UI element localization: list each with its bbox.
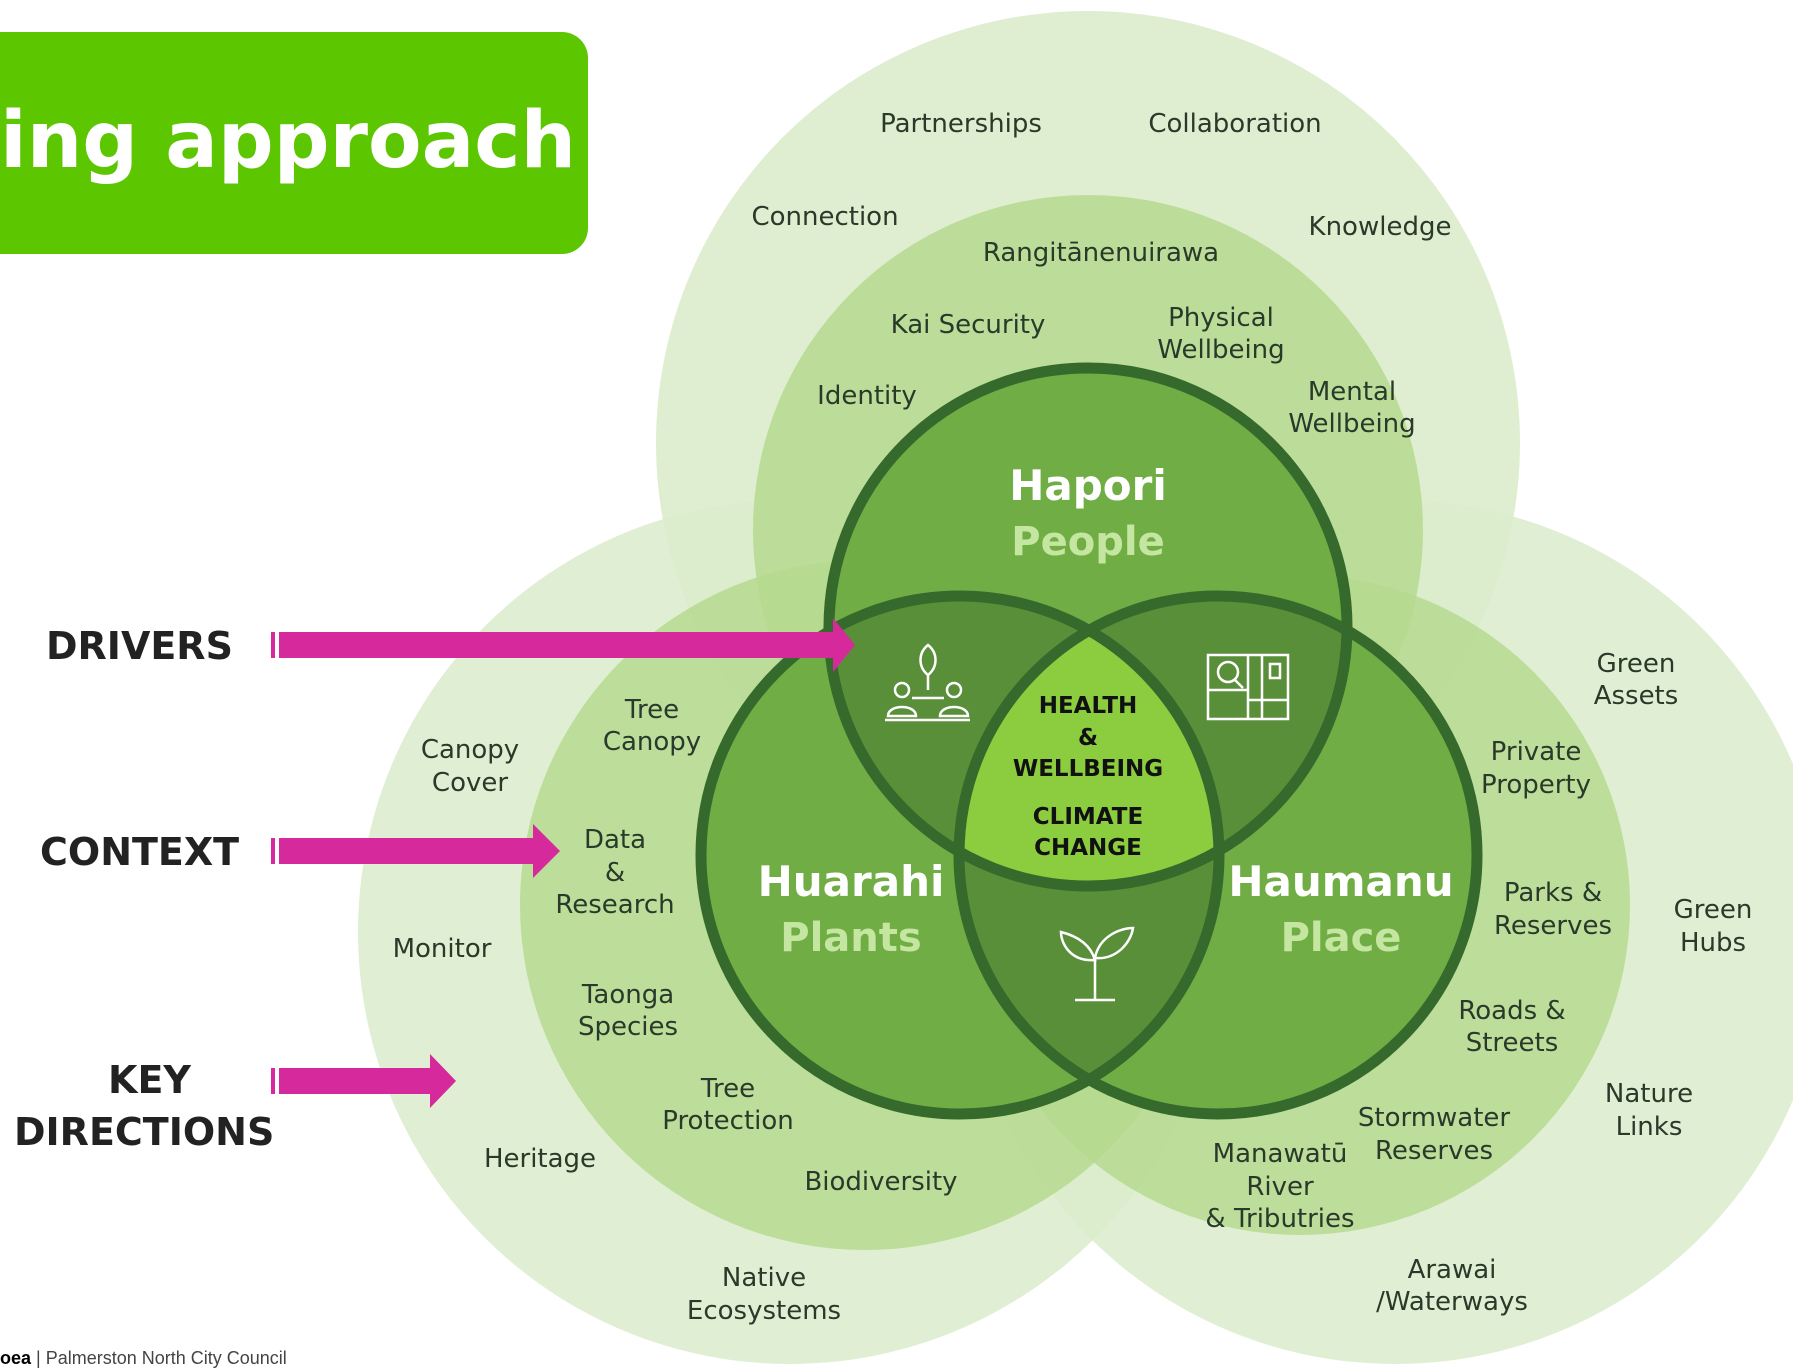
title-banner — [0, 32, 588, 254]
map-plan-icon — [1206, 653, 1290, 721]
center-line-4: CLIMATE — [1033, 804, 1143, 830]
label-parks-reserves-2: Reserves — [1494, 911, 1612, 941]
label-data-research-2: & — [605, 858, 625, 888]
label-taonga-species-2: Species — [578, 1012, 678, 1042]
banner-title: ing approach — [0, 96, 577, 186]
label-mental-wellbeing-1: Mental — [1308, 377, 1396, 407]
label-biodiversity: Biodiversity — [804, 1167, 957, 1197]
key-directions-label-1: KEY — [108, 1058, 191, 1102]
plants-english: Plants — [780, 915, 921, 961]
seedling-icon — [1059, 926, 1135, 1002]
label-nature-links-2: Links — [1616, 1112, 1683, 1142]
footer-brand: oea — [0, 1348, 32, 1368]
label-stormwater-1: Stormwater — [1358, 1103, 1511, 1133]
label-roads-streets-2: Streets — [1466, 1028, 1559, 1058]
label-data-research-3: Research — [555, 890, 674, 920]
drivers-label: DRIVERS — [46, 624, 233, 668]
plants-maori: Huarahi — [758, 857, 945, 906]
label-green-assets-1: Green — [1597, 649, 1676, 679]
people-network-icon — [885, 643, 970, 722]
label-physical-wellbeing-2: Wellbeing — [1157, 335, 1284, 365]
plants-core-outline — [695, 590, 1225, 1120]
label-private-property-2: Property — [1481, 770, 1591, 800]
center-line-3: WELLBEING — [1013, 756, 1163, 782]
label-monitor: Monitor — [393, 934, 492, 964]
label-private-property-1: Private — [1491, 737, 1582, 767]
center-line-2: & — [1078, 725, 1098, 751]
label-manawatu-2: River — [1246, 1172, 1314, 1202]
label-tree-protection-1: Tree — [700, 1074, 755, 1104]
footer-org: | Palmerston North City Council — [31, 1348, 287, 1368]
label-stormwater-2: Reserves — [1375, 1136, 1493, 1166]
label-green-hubs-1: Green — [1674, 895, 1753, 925]
label-connection: Connection — [751, 202, 898, 232]
place-maori: Haumanu — [1228, 857, 1453, 906]
people-maori: Hapori — [1009, 461, 1167, 510]
label-manawatu-1: Manawatū — [1213, 1139, 1348, 1169]
label-native-ecosystems-2: Ecosystems — [687, 1296, 841, 1326]
center-line-1: HEALTH — [1039, 693, 1138, 719]
core-circles — [695, 362, 1483, 1120]
label-green-assets-2: Assets — [1594, 681, 1679, 711]
label-taonga-species-1: Taonga — [581, 980, 674, 1010]
label-data-research-1: Data — [584, 825, 646, 855]
label-rangitanenuirawa: Rangitānenuirawa — [983, 238, 1219, 268]
footer: oea | Palmerston North City Council — [0, 1348, 287, 1369]
key-directions-arrow — [271, 1054, 456, 1108]
label-collaboration: Collaboration — [1148, 109, 1321, 139]
label-green-hubs-2: Hubs — [1680, 928, 1746, 958]
label-identity: Identity — [817, 381, 917, 411]
label-kai-security: Kai Security — [891, 310, 1046, 340]
label-heritage: Heritage — [484, 1144, 596, 1174]
label-canopy-cover-1: Canopy — [421, 735, 519, 765]
label-tree-protection-2: Protection — [662, 1106, 794, 1136]
people-english: People — [1011, 519, 1164, 565]
center-line-5: CHANGE — [1034, 835, 1142, 861]
label-arawai-1: Arawai — [1408, 1255, 1497, 1285]
label-partnerships: Partnerships — [880, 109, 1042, 139]
label-physical-wellbeing-1: Physical — [1168, 303, 1274, 333]
label-canopy-cover-2: Cover — [432, 768, 508, 798]
place-core-outline — [953, 590, 1483, 1120]
label-parks-reserves-1: Parks & — [1504, 878, 1602, 908]
context-label: CONTEXT — [40, 830, 240, 874]
context-arrow — [271, 824, 560, 878]
label-arawai-2: /Waterways — [1376, 1287, 1528, 1317]
label-knowledge: Knowledge — [1309, 212, 1452, 242]
place-english: Place — [1281, 915, 1402, 961]
key-directions-label-2: DIRECTIONS — [14, 1110, 275, 1154]
label-tree-canopy-1: Tree — [624, 695, 679, 725]
label-tree-canopy-2: Canopy — [603, 727, 701, 757]
label-mental-wellbeing-2: Wellbeing — [1288, 409, 1415, 439]
label-native-ecosystems-1: Native — [722, 1263, 806, 1293]
label-nature-links-1: Nature — [1605, 1079, 1693, 1109]
label-manawatu-3: & Tributries — [1205, 1204, 1354, 1234]
drivers-arrow — [271, 618, 855, 672]
label-roads-streets-1: Roads & — [1458, 996, 1565, 1026]
